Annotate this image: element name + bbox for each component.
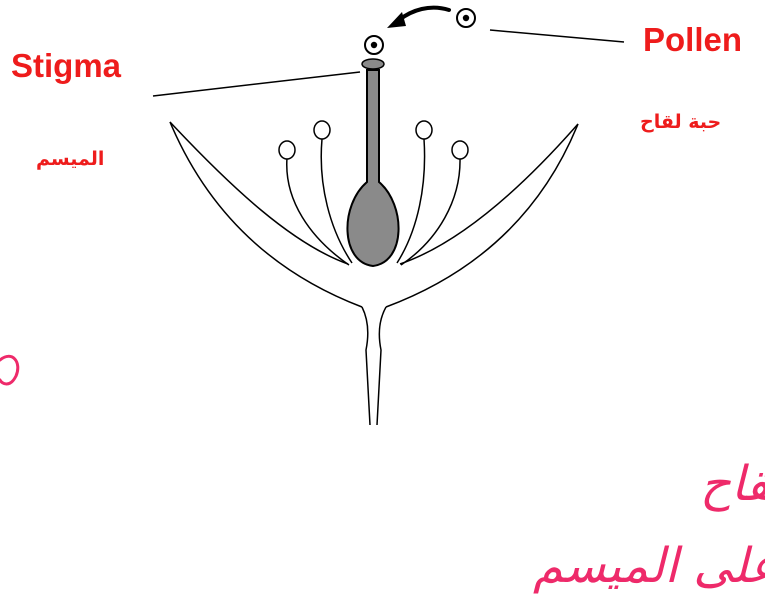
pollen-label-arabic: حبة لقاح <box>640 111 721 133</box>
pollen-leader-line <box>490 30 624 42</box>
anther-1 <box>279 141 295 159</box>
stigma-leader-line <box>153 72 360 96</box>
handwritten-note-line-1: عندما تهبط حبة اللقاح <box>700 456 765 512</box>
anther-3 <box>416 121 432 139</box>
transfer-arrow <box>387 8 449 28</box>
stigma-label: Stigma <box>11 47 122 84</box>
anther-4 <box>452 141 468 159</box>
ovary <box>347 70 398 266</box>
anther-2 <box>314 121 330 139</box>
pollen-label: Pollen <box>643 21 742 58</box>
handwritten-note-line-2: على الميسم <box>533 538 765 594</box>
stem <box>362 307 386 425</box>
stigma-label-arabic: الميسم <box>36 148 104 170</box>
edge-mark <box>0 356 18 384</box>
pollen-grain <box>457 9 475 27</box>
stigma-cap <box>362 59 384 69</box>
pistil <box>347 59 398 266</box>
pollen-on-stigma <box>365 36 383 54</box>
